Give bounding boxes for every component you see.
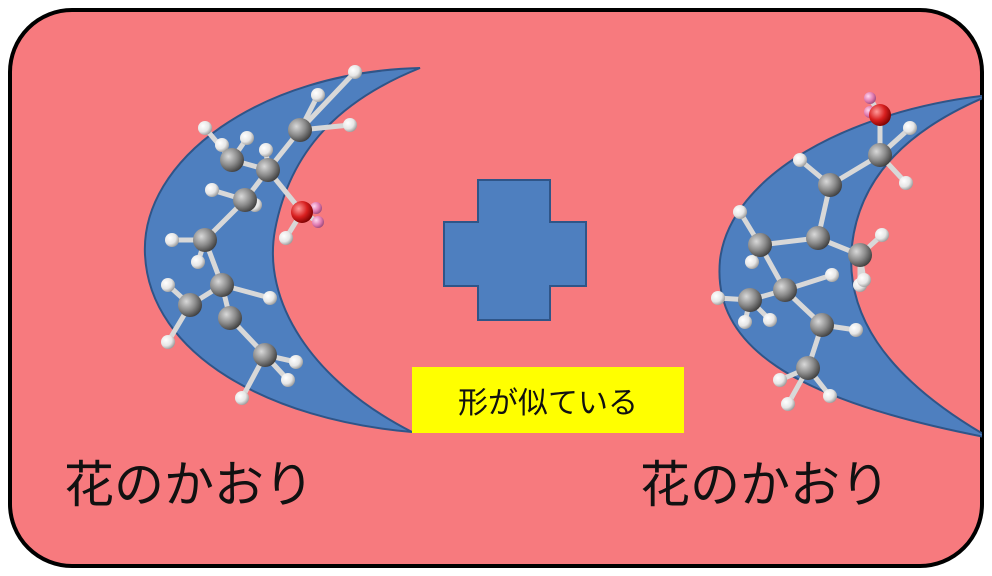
left-molecule-hydroxyl-hydrogen-atom [310,202,322,214]
right-molecule-hydrogen-atom [733,205,747,219]
left-molecule-carbon-atom [256,158,280,182]
left-molecule-carbon-atom [253,343,277,367]
left-molecule-hydrogen-atom [198,121,212,135]
left-molecule-carbon-atom [233,188,257,212]
similar-shape-badge: 形が似ている [412,367,684,433]
right-molecule-carbon-atom [796,356,820,380]
right-molecule-model [711,92,917,411]
left-molecule-hydrogen-atom [240,131,254,145]
left-molecule-model [161,65,362,405]
left-molecule-hydrogen-atom [343,118,357,132]
right-molecule-hydrogen-atom [745,255,759,269]
right-molecule-carbon-atom [848,243,872,267]
right-molecule-hydrogen-atom [793,153,807,167]
left-molecule-hydrogen-atom [161,278,175,292]
left-molecule-hydrogen-atom [161,335,175,349]
right-molecule-carbon-atom [748,233,772,257]
left-molecule-hydrogen-atom [235,391,249,405]
right-molecule-hydrogen-atom [825,268,839,282]
right-molecule-hydrogen-atom [781,397,795,411]
similar-shape-label: 形が似ている [458,386,638,421]
right-molecule-hydrogen-atom [763,313,777,327]
right-molecule-carbon-atom [818,173,842,197]
left-molecule-oxygen-atom [291,201,313,223]
right-molecule-oxygen-atom [869,104,891,126]
right-molecule-carbon-atom [810,313,834,337]
left-caption: 花のかおり [64,456,314,514]
right-crescent-shape [718,94,982,439]
left-molecule-carbon-atom [220,148,244,172]
left-molecule-carbon-atom [210,273,234,297]
left-molecule-bond [297,69,358,133]
right-molecule-hydrogen-atom [903,121,917,135]
left-molecule-hydrogen-atom [165,233,179,247]
right-molecule-hydrogen-atom [823,389,837,403]
left-molecule-hydrogen-atom [263,291,277,305]
left-molecule-carbon-atom [288,118,312,142]
right-molecule-hydrogen-atom [773,373,787,387]
right-molecule-hydrogen-atom [899,176,913,190]
right-molecule-carbon-atom [806,226,830,250]
left-molecule-hydrogen-atom [191,255,205,269]
left-crescent-shape [143,67,421,433]
plus-icon [443,179,587,321]
right-molecule-hydrogen-atom [857,273,871,287]
left-molecule-hydrogen-atom [289,355,303,369]
left-molecule-hydroxyl-hydrogen-atom [312,216,324,228]
left-molecule-hydrogen-atom [205,183,219,197]
left-molecule-carbon-atom [178,293,202,317]
right-caption: 花のかおり [640,456,890,514]
left-molecule-hydrogen-atom [279,231,293,245]
left-molecule-hydrogen-atom [311,88,325,102]
left-molecule-hydrogen-atom [348,65,362,79]
left-molecule-hydrogen-atom [281,373,295,387]
right-molecule-carbon-atom [868,143,892,167]
right-molecule-hydrogen-atom [849,323,863,337]
left-molecule-carbon-atom [218,306,242,330]
left-molecule-hydrogen-atom [259,143,273,157]
right-molecule-hydrogen-atom [711,291,725,305]
right-molecule-carbon-atom [738,288,762,312]
right-molecule-hydrogen-atom [875,228,889,242]
right-molecule-hydroxyl-hydrogen-atom [864,92,876,104]
left-molecule-carbon-atom [193,228,217,252]
left-molecule-hydrogen-atom [215,138,229,152]
right-molecule-hydrogen-atom [738,315,752,329]
right-molecule-carbon-atom [773,278,797,302]
